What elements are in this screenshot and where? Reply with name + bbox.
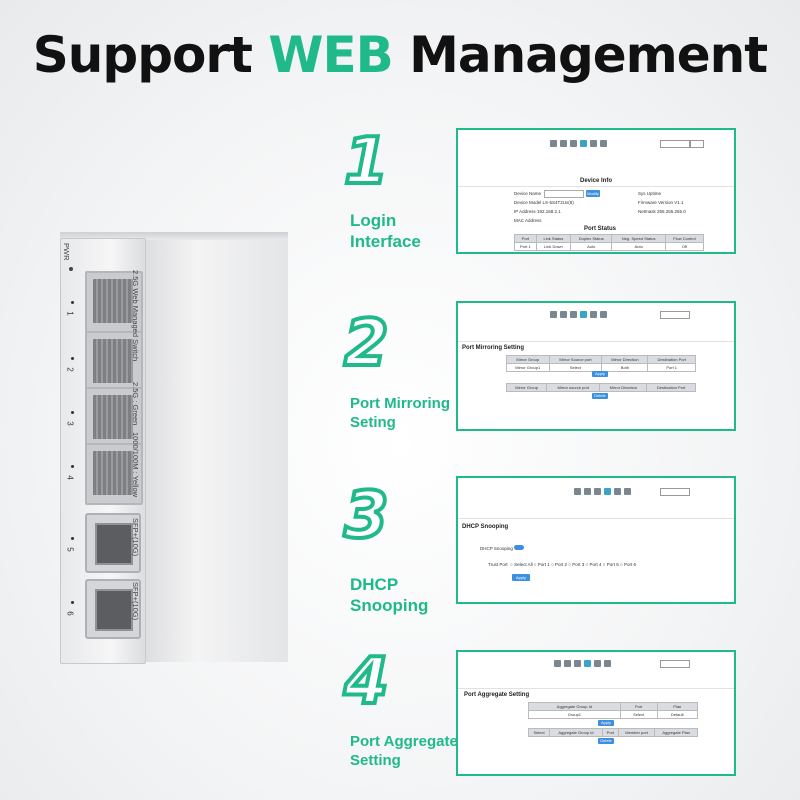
step-label-4: Port Aggregate Setting — [350, 732, 458, 770]
device-top-edge — [60, 232, 288, 240]
aggregate-title: Port Aggregate Setting — [464, 692, 530, 698]
firmware-row: Firmware Version V1.1 — [638, 200, 684, 205]
mini-port-icons — [554, 660, 611, 667]
step-number-1: 1 — [342, 125, 390, 199]
step-label-3: DHCP Snooping — [350, 574, 428, 616]
device-label-top: 2.5G Web Managed Switch — [131, 270, 140, 362]
port-aggregate-panel: Port Aggregate Setting Aggregate Group I… — [456, 650, 736, 776]
apply-button[interactable]: Apply — [512, 574, 530, 581]
sys-uptime-label: Sys Uptime — [638, 191, 662, 196]
step-number-3: 3 — [342, 479, 390, 553]
step-label-2: Port Mirroring Seting — [350, 394, 450, 432]
info-row-4: MAC Address — [514, 218, 542, 223]
device-front-panel: PWR 1 2 3 4 5 6 — [60, 238, 146, 664]
modify-button[interactable]: Modify — [586, 190, 600, 197]
dhcp-snooping-panel: DHCP Snooping DHCP Snooping Trust Port ○… — [456, 476, 736, 604]
info-row-1: Device Name — [514, 190, 585, 198]
port-number-1: 1 — [65, 311, 75, 316]
delete-button[interactable]: Delete — [598, 738, 614, 744]
headline-part2: Management — [392, 26, 768, 84]
trust-port-row: Trust Port ○ Select All ○ Port 1 ○ Port … — [488, 562, 636, 567]
rj45-port-1 — [85, 271, 143, 333]
port-led-5 — [71, 537, 74, 540]
step-label-3-line1: DHCP — [350, 575, 399, 594]
port-led-1 — [71, 301, 74, 304]
device-label-mid2: 1000/100M : Yellow — [131, 432, 140, 498]
mini-port-icons — [550, 140, 607, 147]
step-label-1: Login Interface — [350, 210, 421, 252]
panel-header — [458, 303, 734, 342]
port-number-3: 3 — [65, 421, 75, 426]
info-row-3: IP Address 192.168.2.1 — [514, 209, 561, 214]
step-label-4-line1: Port Aggregate — [350, 733, 458, 750]
sfp-label-2: SFP+(10G) — [131, 582, 140, 621]
sfp-port-6 — [85, 579, 141, 639]
port-led-2 — [71, 357, 74, 360]
step-label-2-line2: Seting — [350, 414, 396, 431]
step-number-2: 2 — [342, 307, 390, 381]
apply-button[interactable]: Apply — [592, 371, 608, 377]
device-name-field[interactable] — [544, 190, 585, 198]
panel-header — [458, 130, 734, 187]
delete-button[interactable]: Delete — [592, 393, 608, 399]
sfp-port-5 — [85, 513, 141, 573]
port-number-2: 2 — [65, 367, 75, 372]
port-led-3 — [71, 411, 74, 414]
netmask-row: Netmask 255.255.255.0 — [638, 209, 686, 214]
step-label-3-line2: Snooping — [350, 596, 429, 615]
step-label-4-line2: Setting — [350, 752, 401, 769]
pwr-led — [69, 267, 73, 271]
apply-button[interactable]: Apply — [598, 720, 614, 726]
info-row-2: Device Model LS-5S4T2Ux(8) — [514, 200, 574, 205]
device-label-mid: 2.5G : Green — [131, 382, 140, 426]
device-info-title: Device Info — [580, 178, 613, 184]
dhcp-toggle-label: DHCP Snooping — [480, 546, 513, 551]
port-led-6 — [71, 601, 74, 604]
language-select[interactable] — [660, 660, 690, 668]
switch-device: PWR 1 2 3 4 5 6 2.5G Web Managed Switch … — [60, 232, 288, 664]
login-interface-panel: Device Info Device Name Modify Sys Uptim… — [456, 128, 736, 254]
port-number-4: 4 — [65, 475, 75, 480]
headline-part1: Support — [32, 26, 269, 84]
rj45-port-3 — [85, 387, 143, 449]
mini-port-icons — [574, 488, 631, 495]
port-number-6: 6 — [65, 611, 75, 616]
language-select[interactable] — [660, 488, 690, 496]
device-side-panel — [136, 232, 288, 662]
dhcp-toggle[interactable] — [514, 545, 524, 550]
port-led-4 — [71, 465, 74, 468]
step-label-1-line2: Interface — [350, 232, 421, 251]
headline: Support WEB Management — [0, 26, 800, 84]
panel-header — [458, 652, 734, 689]
sfp-label-1: SFP+(10G) — [131, 518, 140, 557]
port-status-title: Port Status — [584, 226, 617, 232]
headline-accent: WEB — [268, 26, 393, 84]
step-label-1-line1: Login — [350, 211, 397, 230]
mini-port-icons — [550, 311, 607, 318]
language-select[interactable] — [660, 311, 690, 319]
dhcp-title: DHCP Snooping — [462, 524, 509, 530]
step-number-4: 4 — [342, 645, 390, 719]
step-label-2-line1: Port Mirroring — [350, 395, 450, 412]
rj45-port-4 — [85, 443, 143, 505]
mirroring-title: Port Mirroring Setting — [462, 345, 524, 351]
port-number-5: 5 — [65, 547, 75, 552]
logout-button[interactable] — [690, 140, 704, 148]
panel-header — [458, 478, 734, 519]
pwr-label: PWR — [62, 243, 71, 261]
language-select[interactable] — [660, 140, 690, 148]
